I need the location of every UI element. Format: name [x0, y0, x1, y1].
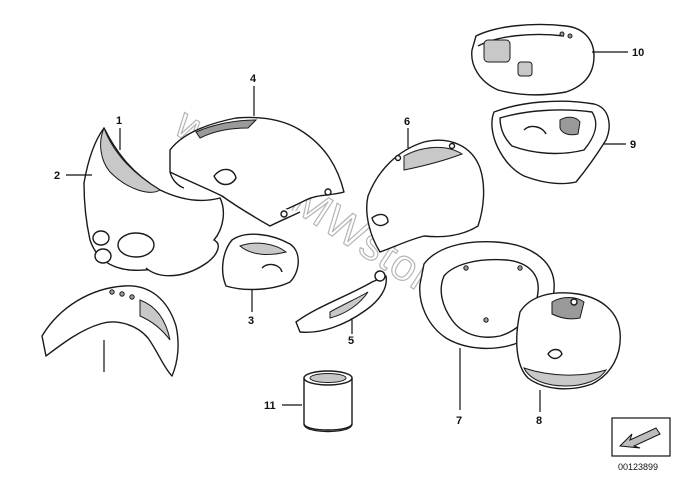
- part-pannier-lid: [516, 292, 621, 390]
- part-side-panel: [221, 233, 299, 291]
- part-trim-piece: [295, 270, 387, 333]
- part-front-fender: [41, 285, 179, 377]
- callout-9: 9: [630, 139, 636, 151]
- callout-labels: 1 2 3 4 5 6 7 8 9 10 11: [54, 47, 644, 427]
- callout-2: 2: [54, 170, 60, 182]
- callout-11: 11: [264, 400, 276, 412]
- part-fairing: [83, 126, 225, 277]
- part-cylinder: [303, 370, 353, 433]
- part-topcase-base: [491, 100, 610, 185]
- part-rear-fender: [366, 139, 485, 253]
- callout-4: 4: [250, 73, 257, 85]
- part-tank-cover: [169, 116, 345, 227]
- callout-3: 3: [248, 315, 254, 327]
- leader-lines: [66, 51, 628, 412]
- arrow-icon: [618, 427, 661, 449]
- callout-8: 8: [536, 415, 542, 427]
- part-topcase-lid: [471, 23, 595, 96]
- callout-1: 1: [116, 115, 122, 127]
- reference-box: 00123899: [611, 417, 671, 472]
- callout-7: 7: [456, 415, 462, 427]
- callout-10: 10: [632, 47, 644, 59]
- callout-6: 6: [404, 116, 410, 128]
- reference-number: 00123899: [618, 462, 658, 472]
- callout-5: 5: [348, 335, 354, 347]
